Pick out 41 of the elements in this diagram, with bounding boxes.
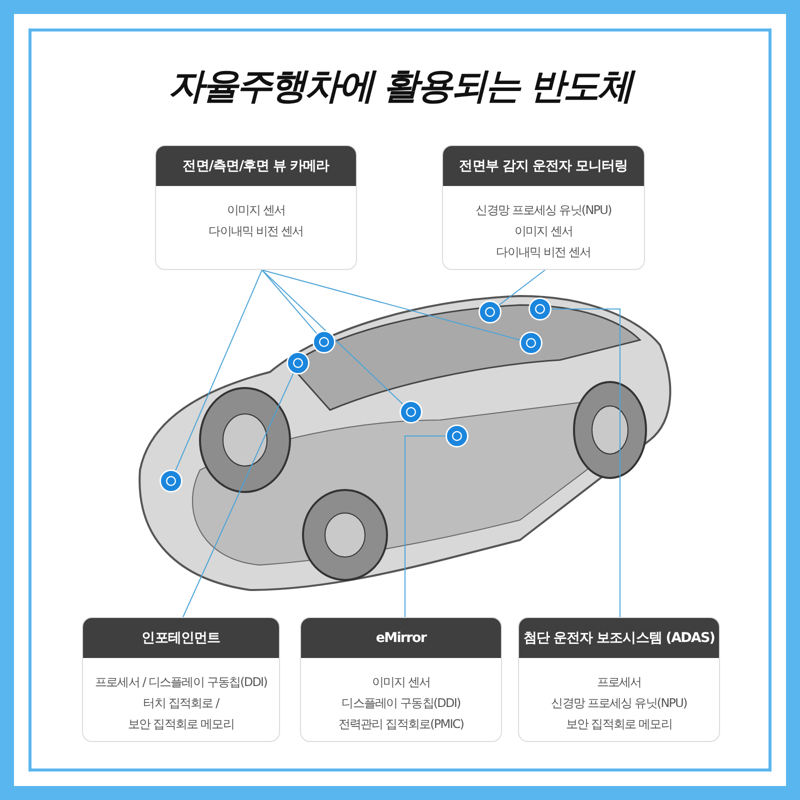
marker-dot [314,332,334,352]
card-header: 전면/측면/후면 뷰 카메라 [156,146,356,186]
marker-dot [447,426,467,446]
leader-line [262,270,404,405]
component-text: 프로세서 [596,674,642,691]
leader-line [498,270,546,306]
leader-line [550,308,620,618]
component-text: 프로세서 / 디스플레이 구동칩(DDI) [94,674,268,691]
component-text: 터치 집적회로 / [142,695,220,712]
component-text: 신경망 프로세싱 유닛(NPU) [474,202,612,219]
card-header: 첨단 운전자 보조시스템 (ADAS) [519,618,719,658]
info-card [300,617,502,742]
marker-dot [480,302,500,322]
leader-line [262,270,521,341]
marker-dot [288,353,308,373]
card-header: 인포테인먼트 [83,618,279,658]
marker-dot [161,471,181,491]
info-card [442,145,645,270]
component-text: 다이내믹 비전 센서 [495,244,592,261]
component-text: 신경망 프로세싱 유닛(NPU) [550,695,688,712]
info-card [518,617,720,742]
component-text: 보안 집적회로 메모리 [127,716,235,733]
info-card [155,145,357,270]
marker-dot [530,299,550,319]
component-text: 이미지 센서 [370,674,432,691]
leader-line [174,270,262,472]
card-header: eMirror [301,618,501,658]
leader-line [182,372,294,618]
card-header: 전면부 감지 운전자 모니터링 [443,146,644,186]
leader-line [262,270,318,334]
marker-dot [521,333,541,353]
component-text: 이미지 센서 [513,223,574,240]
component-text: 이미지 센서 [226,202,286,219]
marker-dot [401,402,421,422]
component-text: 디스플레이 구동칩(DDI) [340,695,462,712]
info-card [82,617,280,742]
component-text: 다이내믹 비전 센서 [208,223,304,240]
component-text: 보안 집적회로 메모리 [565,716,673,733]
component-text: 전력관리 집적회로(PMIC) [337,716,465,733]
leader-line [404,436,446,618]
title: 자율주행차에 활용되는 반도체 [0,62,800,111]
